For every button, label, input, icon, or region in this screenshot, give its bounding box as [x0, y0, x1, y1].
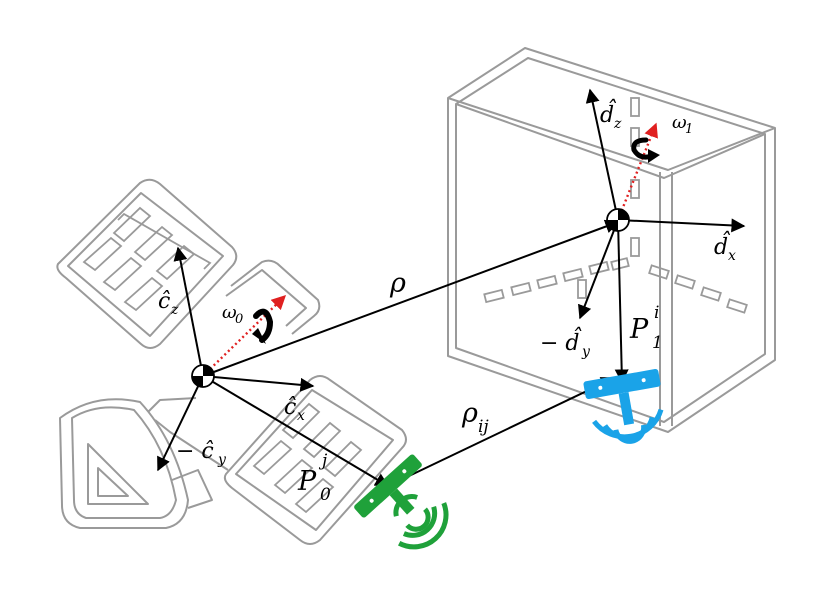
vector-rho-ij: [387, 377, 616, 487]
label-omega0: ω 0: [222, 302, 243, 327]
label-c-x: ĉ x: [284, 395, 305, 424]
satellite-outline: [56, 178, 407, 545]
vector-c-x: [202, 375, 315, 392]
lower-right-solar-panel: [223, 375, 407, 545]
vector-c-z: [173, 246, 204, 377]
svg-text:j: j: [318, 451, 328, 471]
svg-text:y: y: [581, 344, 591, 360]
omega0-axis: [202, 294, 287, 377]
svg-text:P: P: [297, 466, 317, 497]
svg-text:ω: ω: [222, 302, 237, 323]
rotation-arrow-icon-0: [252, 308, 274, 344]
svg-text:d̂: d̂: [600, 99, 617, 128]
vector-neg-c-y: [157, 375, 204, 472]
center-of-mass-marker-satellite: [191, 364, 215, 388]
vectors: [157, 88, 746, 487]
svg-text:ĉ: ĉ: [158, 289, 170, 314]
rotation-arrow-icon-1: [631, 137, 660, 163]
vector-p1: [614, 219, 629, 384]
labels: ρ ρ ij P 0 j P 1 i ω 0 ω 1 ĉ z ĉ: [158, 99, 736, 505]
label-d-z: d̂ z: [600, 99, 622, 132]
svg-text:z: z: [170, 302, 179, 318]
svg-text:z: z: [613, 116, 622, 132]
label-rho-ij: ρ ij: [461, 398, 489, 437]
svg-text:y: y: [217, 452, 227, 468]
label-d-x: d̂ x: [714, 231, 736, 264]
cube-internal-dashes: [483, 97, 748, 314]
label-c-z: ĉ z: [158, 289, 179, 318]
vector-d-x: [617, 218, 746, 233]
label-rho: ρ: [389, 268, 406, 299]
svg-text:x: x: [297, 408, 305, 424]
label-omega1: ω 1: [672, 112, 693, 137]
vector-p0: [202, 375, 390, 487]
vector-rho: [202, 219, 620, 377]
blue-antenna-icon: [583, 369, 664, 444]
cube-frame: [447, 47, 776, 433]
upper-solar-panel: [56, 178, 238, 349]
svg-text:i: i: [654, 303, 659, 323]
antenna-dish: [59, 398, 213, 529]
svg-text:0: 0: [320, 485, 331, 505]
svg-text:1: 1: [685, 122, 693, 137]
green-antenna-icon: [354, 454, 449, 550]
svg-text:ij: ij: [478, 417, 489, 437]
svg-text:P: P: [629, 314, 649, 345]
omega1-axis: [616, 122, 658, 221]
label-neg-c-y: − ĉ y: [176, 439, 227, 468]
label-p0: P 0 j: [297, 451, 331, 505]
svg-text:− ĉ: − ĉ: [176, 439, 214, 464]
svg-text:1: 1: [652, 333, 663, 353]
svg-text:ρ: ρ: [461, 398, 478, 429]
svg-text:x: x: [728, 248, 736, 264]
svg-text:ĉ: ĉ: [284, 395, 296, 420]
center-of-mass-marker-cube: [606, 208, 630, 232]
svg-text:0: 0: [235, 312, 243, 327]
vector-d-z: [585, 88, 619, 221]
svg-text:− d̂: − d̂: [540, 327, 582, 356]
label-p1: P 1 i: [629, 303, 663, 353]
vector-neg-d-y: [578, 219, 619, 320]
svg-text:d̂: d̂: [714, 231, 731, 260]
label-neg-d-y: − d̂ y: [540, 327, 591, 360]
svg-text:ω: ω: [672, 112, 687, 133]
